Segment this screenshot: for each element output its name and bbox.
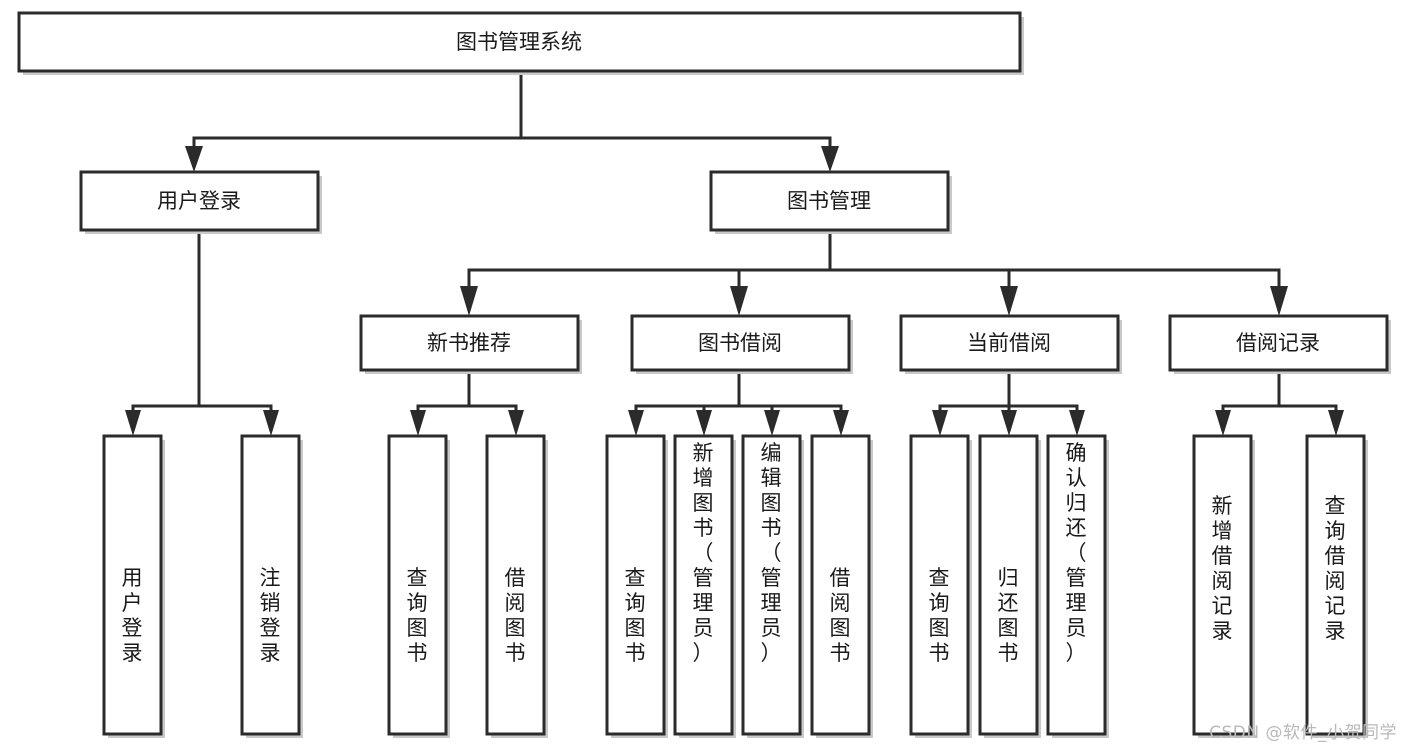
node-leaf-edit-book[interactable]: 编辑图书（管理员） [741,434,804,738]
connector-group-new-book-recommend [410,372,524,436]
node-root-box [17,11,1022,73]
node-leaf-query-record-box [1305,434,1366,736]
arrow-to-current-borrow [1000,286,1018,316]
node-leaf-return-book-box [978,434,1039,736]
node-leaf-user-login-label: 用户登录 [122,566,143,665]
arrow-to-leaf-borrow-book-1 [508,410,524,436]
node-leaf-borrow-book-1-box [485,434,546,736]
arrow-to-leaf-add-book [696,410,712,436]
arrow-to-leaf-edit-book [764,410,780,436]
node-leaf-logout-login-label: 注销登录 [260,566,281,665]
arrow-to-new-book-recommend [460,286,478,316]
node-leaf-query-book-1-label: 查询图书 [407,566,428,665]
node-leaf-query-book-2-box [605,434,666,736]
arrow-to-leaf-add-record [1215,410,1231,436]
node-book-manage-box [709,170,950,232]
node-book-borrow-label: 图书借阅 [698,331,782,355]
node-new-book-recommend-box [359,314,580,372]
arrow-to-leaf-borrow-book-2 [833,410,849,436]
node-leaf-add-book-label: 新增图书（管理员） [693,441,714,665]
node-borrow-record-label: 借阅记录 [1236,331,1320,355]
node-leaf-add-book[interactable]: 新增图书（管理员） [673,434,736,738]
arrow-to-leaf-confirm-return [1069,410,1085,436]
arrow-to-borrow-record [1270,286,1288,316]
node-leaf-return-book-label: 归还图书 [998,566,1019,665]
node-leaf-query-record[interactable]: 查询借阅记录 [1305,434,1368,738]
arrow-to-book-borrow [730,286,748,316]
node-leaf-add-record-label: 新增借阅记录 [1212,494,1233,643]
node-book-manage[interactable]: 图书管理 [709,170,952,234]
arrow-to-leaf-query-book-3 [932,410,948,436]
node-user-login-box [79,170,320,232]
node-leaf-confirm-return-box [1046,434,1107,736]
connector-group-borrow-record [1215,372,1344,436]
node-borrow-record-box [1168,314,1389,372]
node-leaf-user-login[interactable]: 用户登录 [102,434,165,738]
node-new-book-recommend-label: 新书推荐 [427,331,511,355]
arrow-to-book-manage [821,146,839,172]
node-leaf-add-record[interactable]: 新增借阅记录 [1192,434,1255,738]
node-leaf-return-book[interactable]: 归还图书 [978,434,1041,738]
node-current-borrow-box [899,314,1120,372]
node-current-borrow-label: 当前借阅 [967,331,1051,355]
node-leaf-query-book-2[interactable]: 查询图书 [605,434,668,738]
node-leaf-query-book-3-box [909,434,970,736]
node-leaf-user-login-box [102,434,163,736]
node-user-login[interactable]: 用户登录 [79,170,322,234]
arrow-to-leaf-user-login [125,410,141,436]
arrow-to-leaf-query-book-2 [628,410,644,436]
csdn-watermark: CSDN @软件_小贺同学 [1209,723,1397,743]
node-leaf-logout-login-box [240,434,301,736]
node-root[interactable]: 图书管理系统 [17,11,1024,75]
node-leaf-confirm-return-label: 确认归还（管理员） [1066,441,1087,665]
node-leaf-edit-book-box [741,434,802,736]
node-leaf-logout-login[interactable]: 注销登录 [240,434,303,738]
node-leaf-borrow-book-2-label: 借阅图书 [830,566,851,665]
connector-group-user-login [125,232,279,436]
node-leaf-borrow-book-1[interactable]: 借阅图书 [485,434,548,738]
node-leaf-add-record-box [1192,434,1253,736]
node-current-borrow[interactable]: 当前借阅 [899,314,1122,374]
node-leaf-query-book-1-box [387,434,448,736]
node-leaf-borrow-book-1-label: 借阅图书 [505,566,526,665]
node-leaf-confirm-return[interactable]: 确认归还（管理员） [1046,434,1109,738]
connector-group-current-borrow [932,372,1085,436]
node-leaf-query-book-3[interactable]: 查询图书 [909,434,972,738]
connector-group-book-manage [460,232,1288,316]
node-book-borrow[interactable]: 图书借阅 [630,314,853,374]
arrow-to-user-login [185,146,203,172]
node-leaf-add-book-box [673,434,734,736]
node-leaf-edit-book-label: 编辑图书（管理员） [761,441,782,665]
node-book-manage-label: 图书管理 [787,189,871,213]
node-leaf-query-book-1[interactable]: 查询图书 [387,434,450,738]
node-leaf-query-record-label: 查询借阅记录 [1325,494,1346,643]
arrow-to-leaf-query-record [1328,410,1344,436]
node-borrow-record[interactable]: 借阅记录 [1168,314,1391,374]
node-user-login-label: 用户登录 [157,189,241,213]
node-root-label: 图书管理系统 [456,30,582,54]
node-leaf-query-book-3-label: 查询图书 [929,566,950,665]
arrow-to-leaf-query-book-1 [410,410,426,436]
node-leaf-borrow-book-2[interactable]: 借阅图书 [810,434,873,738]
connector-group-root [185,70,839,172]
connector-group-book-borrow [628,372,849,436]
node-book-borrow-box [630,314,851,372]
arrow-to-leaf-return-book [1001,410,1017,436]
node-leaf-query-book-2-label: 查询图书 [625,566,646,665]
node-new-book-recommend[interactable]: 新书推荐 [359,314,582,374]
node-leaf-borrow-book-2-box [810,434,871,736]
arrow-to-leaf-logout-login [263,410,279,436]
